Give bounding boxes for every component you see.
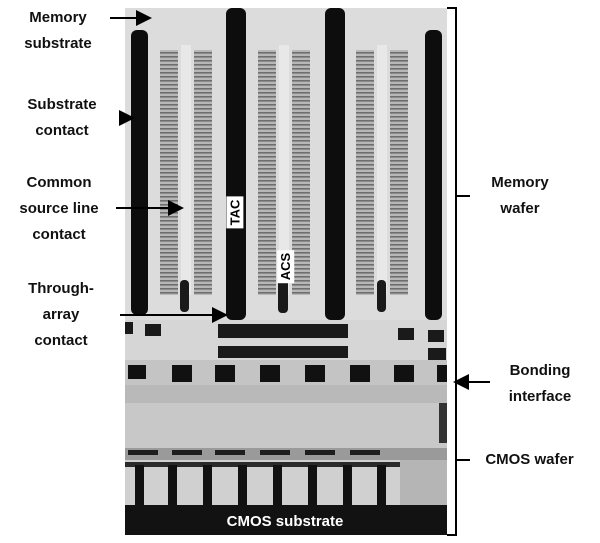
memory-channel-stacks <box>160 50 408 295</box>
bonding-pads <box>128 365 447 382</box>
cmos-transistor-plugs <box>135 465 386 505</box>
tac-pillar-2 <box>325 8 345 320</box>
label-cmos-wafer: CMOS wafer <box>485 451 574 468</box>
tac-pillar <box>226 8 246 320</box>
bonding-interface-band <box>125 385 447 403</box>
label-memory-wafer: Memory wafer <box>491 174 549 217</box>
substrate-contact-pillar-2 <box>425 30 442 320</box>
label-substrate-contact: Substrate contact <box>27 96 97 139</box>
cmos-bars <box>128 450 380 455</box>
pillars <box>131 8 442 320</box>
label-through-array-contact: Through- array contact <box>28 280 94 349</box>
acs-plugs <box>180 275 386 313</box>
cmos-transistor-region <box>125 460 447 505</box>
label-bonding-interface: Bonding interface <box>508 362 572 405</box>
tag-cmos-substrate: CMOS substrate <box>226 513 344 530</box>
tag-acs: ACS <box>277 249 295 284</box>
substrate-contact-pillar <box>131 30 148 315</box>
label-memory-substrate: Memory substrate <box>24 9 92 52</box>
common-source-lines <box>181 45 387 295</box>
label-common-source-line-contact: Common source line contact <box>19 174 99 243</box>
wafer-bracket <box>447 7 457 536</box>
tag-tac: TAC <box>226 196 244 229</box>
cmos-upper-region <box>125 403 447 448</box>
interconnect-layers <box>125 322 446 360</box>
cmos-substrate-region <box>125 505 447 535</box>
